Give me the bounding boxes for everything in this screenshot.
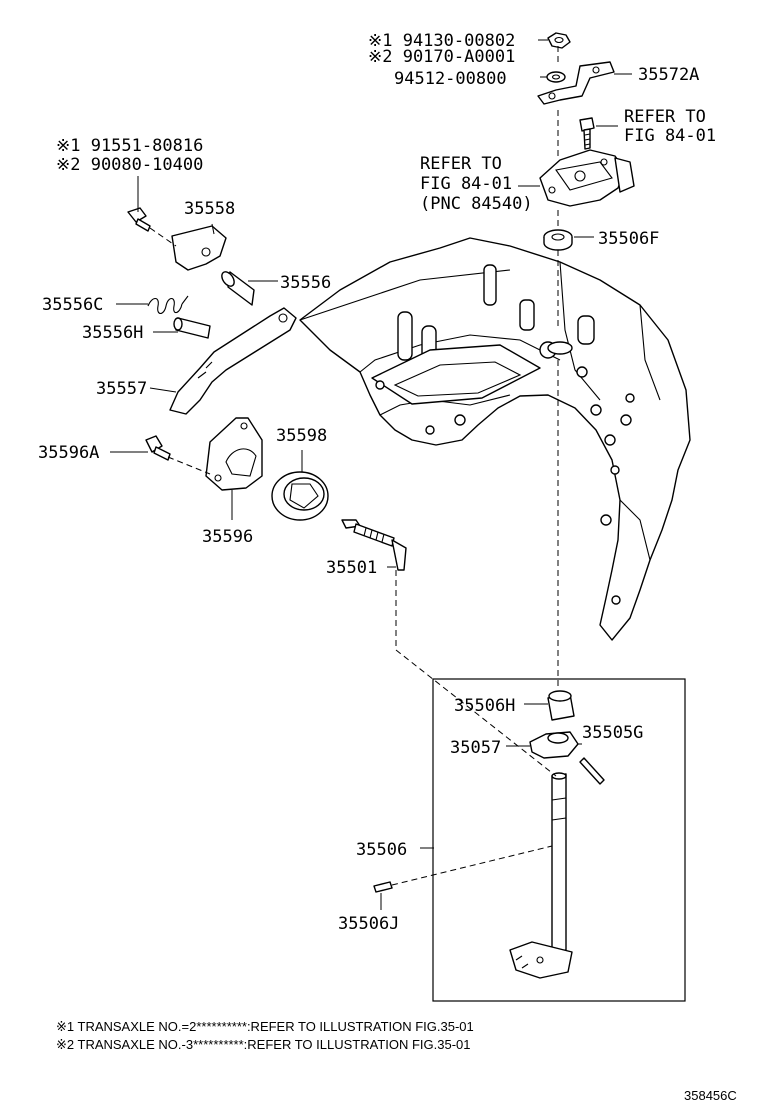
transaxle-housing (299, 237, 691, 641)
pin-35505G (579, 757, 605, 785)
label-35556: 35556 (280, 273, 331, 293)
pin-35556 (221, 271, 255, 306)
footnote-1: ※1 TRANSAXLE NO.=2**********:REFER TO IL… (56, 1019, 474, 1034)
label-90170: ※2 90170-A0001 (368, 47, 515, 67)
label-35506: 35506 (356, 840, 407, 860)
collar-35506H (547, 690, 575, 721)
bracket-35572A (537, 61, 615, 105)
label-35505G: 35505G (582, 723, 643, 743)
label-35501: 35501 (326, 558, 377, 578)
lever-35057 (529, 731, 579, 759)
neutral-start-switch (539, 149, 635, 207)
label-35598: 35598 (276, 426, 327, 446)
footnote-2: ※2 TRANSAXLE NO.-3**********:REFER TO IL… (56, 1037, 471, 1052)
label-94130: ※1 94130-00802 (368, 31, 515, 51)
label-90080: ※2 90080-10400 (56, 155, 203, 175)
pin-35506J (373, 881, 393, 893)
rod-35501 (341, 519, 407, 571)
shaft-assembly-box (432, 678, 686, 1002)
label-35556C: 35556C (42, 295, 103, 315)
label-35556H: 35556H (82, 323, 143, 343)
label-91551: ※1 91551-80816 (56, 136, 203, 156)
figure-id: 358456C (684, 1088, 737, 1103)
label-refer-b3: (PNC 84540) (420, 194, 533, 214)
label-refer-a1: REFER TO (624, 107, 706, 127)
label-35596: 35596 (202, 527, 253, 547)
label-35596A: 35596A (38, 443, 99, 463)
label-35057: 35057 (450, 738, 501, 758)
label-refer-b1: REFER TO (420, 154, 502, 174)
spring-35556C (147, 295, 189, 315)
label-35572A: 35572A (638, 65, 699, 85)
oil-seal-35506F (543, 229, 573, 251)
label-refer-b2: FIG 84-01 (420, 174, 512, 194)
label-35506F: 35506F (598, 229, 659, 249)
label-35506J: 35506J (338, 914, 399, 934)
pin-35556H (173, 317, 211, 339)
bolt-refer-fig (579, 117, 595, 150)
plate-35558 (171, 225, 227, 271)
detent-35598 (271, 471, 329, 521)
label-35558: 35558 (184, 199, 235, 219)
plate-35596 (205, 417, 263, 491)
label-35506H: 35506H (454, 696, 515, 716)
label-94512: 94512-00800 (394, 69, 507, 89)
washer-94512 (546, 71, 566, 83)
label-35557: 35557 (96, 379, 147, 399)
lever-35557 (169, 307, 297, 415)
label-refer-a2: FIG 84-01 (624, 126, 716, 146)
nut-94130 (547, 32, 571, 49)
o-ring (547, 341, 573, 355)
shaft-35506 (509, 772, 573, 979)
bolt-91551 (127, 207, 151, 232)
bolt-35596A (145, 435, 171, 461)
